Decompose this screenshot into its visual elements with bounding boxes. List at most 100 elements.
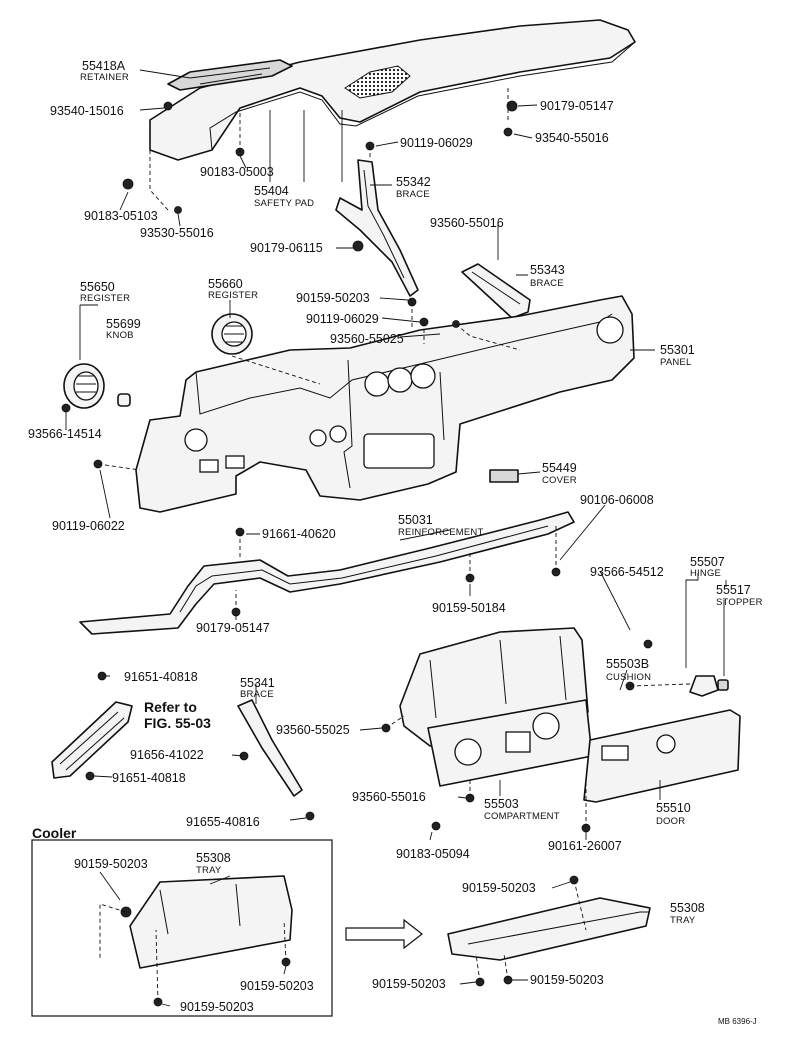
label-91656-41022: 91656-41022 — [130, 748, 204, 762]
label-90179-06115: 90179-06115 — [250, 241, 323, 255]
label-90119-06029-b: 90119-06029 — [306, 312, 379, 326]
cover-55449 — [489, 469, 519, 483]
label-93566-54512: 93566-54512 — [590, 565, 664, 579]
label-55031: 55031 — [398, 513, 433, 527]
label-55510: 55510 — [656, 801, 691, 815]
label-55308-a: 55308 — [196, 851, 231, 865]
label-90159-50203-a: 90159-50203 — [296, 291, 370, 305]
knob-55699 — [117, 393, 131, 407]
label-55507: 55507 — [690, 555, 725, 569]
name-55404: SAFETY PAD — [254, 198, 314, 209]
label-55418a: 55418A — [82, 59, 126, 73]
label-90183-05094: 90183-05094 — [396, 847, 470, 861]
label-90183-05003: 90183-05003 — [200, 165, 274, 179]
cooler-arrow — [345, 918, 423, 950]
gauge-opening-2 — [387, 367, 413, 393]
label-90159-50203-f: 90159-50203 — [372, 977, 446, 991]
name-55343: BRACE — [530, 278, 564, 289]
name-55301: PANEL — [660, 357, 691, 368]
vent-opening-left — [184, 428, 208, 452]
name-55418a: RETAINER — [80, 72, 129, 83]
gauge-opening-1 — [364, 371, 390, 397]
register-55660 — [211, 313, 253, 355]
label-93560-55016-a: 93560-55016 — [430, 216, 504, 230]
retainer — [167, 59, 293, 91]
name-55660: REGISTER — [208, 290, 258, 301]
brace-55342 — [335, 159, 419, 297]
label-90159-50203-d: 90159-50203 — [240, 979, 314, 993]
label-93560-55016-b: 93560-55016 — [352, 790, 426, 804]
label-93540-55016: 93540-55016 — [535, 131, 609, 145]
register-55650 — [63, 363, 105, 409]
switch-opening-2 — [329, 425, 347, 443]
cooler-frame — [31, 839, 333, 1017]
assembly-lines — [97, 86, 691, 1003]
defroster-grille — [344, 65, 411, 99]
cooler-label: Cooler — [32, 825, 77, 841]
label-55503: 55503 — [484, 797, 519, 811]
label-91655-40816: 91655-40816 — [186, 815, 260, 829]
label-55503b: 55503B — [606, 657, 649, 671]
side-bracket — [51, 701, 133, 779]
label-90179-05147-a: 90179-05147 — [540, 99, 614, 113]
name-55031: REINFORCEMENT — [398, 527, 483, 538]
hinge-55507 — [689, 675, 719, 697]
leader-lines — [65, 69, 727, 1007]
label-91651-40818-a: 91651-40818 — [124, 670, 198, 684]
name-55507: HINGE — [690, 568, 721, 579]
brace-55341 — [237, 699, 303, 797]
switch-opening-1 — [309, 429, 327, 447]
glove-door — [583, 709, 741, 803]
label-90159-50184: 90159-50184 — [432, 601, 506, 615]
name-55699: KNOB — [106, 330, 134, 341]
label-90159-50203-b: 90159-50203 — [74, 857, 148, 871]
vent-opening-right — [596, 316, 624, 344]
reinforcement — [79, 511, 575, 635]
label-90159-50203-c: 90159-50203 — [462, 881, 536, 895]
diagram-code: MB 6396-J — [718, 1017, 757, 1026]
brace-55343 — [461, 263, 531, 319]
name-55517: STOPPER — [716, 597, 763, 608]
label-93560-55025-a: 93560-55025 — [330, 332, 404, 346]
label-93566-14514: 93566-14514 — [28, 427, 102, 441]
label-90179-05147-b: 90179-05147 — [196, 621, 270, 635]
name-55342: BRACE — [396, 189, 430, 200]
label-90161-26007: 90161-26007 — [548, 839, 622, 853]
label-55699: 55699 — [106, 317, 141, 331]
name-55503b: CUSHION — [606, 672, 651, 683]
label-90119-06022: 90119-06022 — [52, 519, 125, 533]
label-93530-55016: 93530-55016 — [140, 226, 214, 240]
refer-to-line-2: FIG. 55-03 — [144, 715, 211, 731]
part-labels: 55418A RETAINER 93540-15016 90179-05147 … — [28, 59, 763, 1026]
label-91651-40818-b: 91651-40818 — [112, 771, 186, 785]
label-55343: 55343 — [530, 263, 565, 277]
label-90159-50203-g: 90159-50203 — [530, 973, 604, 987]
name-55308-b: TRAY — [670, 915, 696, 926]
refer-to-line-1: Refer to — [144, 699, 197, 715]
radio-opening — [363, 433, 435, 469]
stopper-55517 — [717, 679, 729, 691]
label-55660: 55660 — [208, 277, 243, 291]
name-55650: REGISTER — [80, 293, 130, 304]
glove-compartment — [399, 627, 593, 787]
tray-55308-right — [447, 897, 651, 961]
label-55650: 55650 — [80, 280, 115, 294]
label-91661-40620: 91661-40620 — [262, 527, 336, 541]
name-55449: COVER — [542, 475, 577, 486]
label-55308-b: 55308 — [670, 901, 705, 915]
name-55308-a: TRAY — [196, 865, 222, 876]
label-93560-55025-b: 93560-55025 — [276, 723, 350, 737]
label-90106-06008: 90106-06008 — [580, 493, 654, 507]
label-55301: 55301 — [660, 343, 695, 357]
label-55449: 55449 — [542, 461, 577, 475]
label-55342: 55342 — [396, 175, 431, 189]
label-55341: 55341 — [240, 676, 275, 690]
label-55517: 55517 — [716, 583, 751, 597]
label-93540-15016: 93540-15016 — [50, 104, 124, 118]
name-55341: BRACE — [240, 689, 274, 700]
safety-pad — [149, 19, 636, 161]
name-55510: DOOR — [656, 816, 685, 827]
label-55404: 55404 — [254, 184, 289, 198]
gauge-opening-3 — [410, 363, 436, 389]
